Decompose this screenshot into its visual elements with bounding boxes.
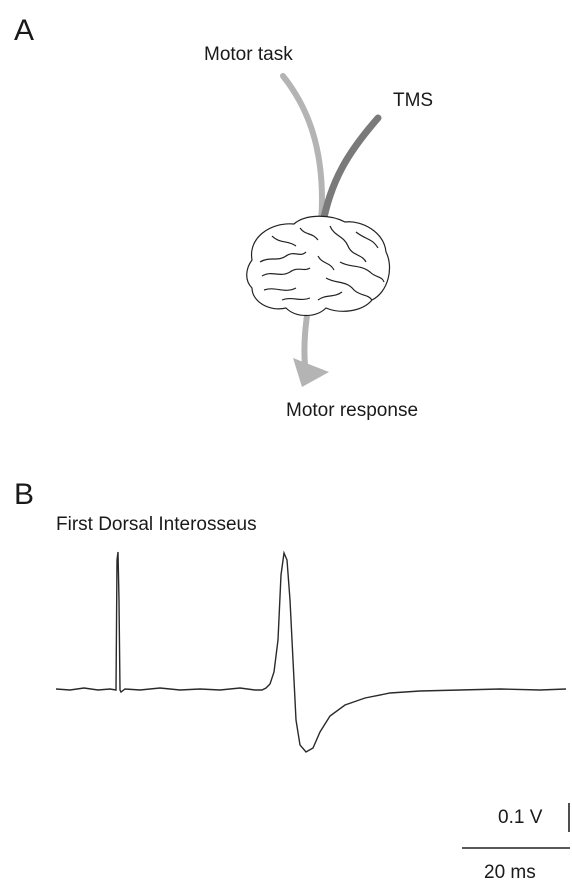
tms-arrow (322, 118, 378, 228)
brain-icon (247, 216, 390, 315)
emg-trace (56, 552, 566, 752)
motor-response-arrowhead (293, 358, 329, 387)
